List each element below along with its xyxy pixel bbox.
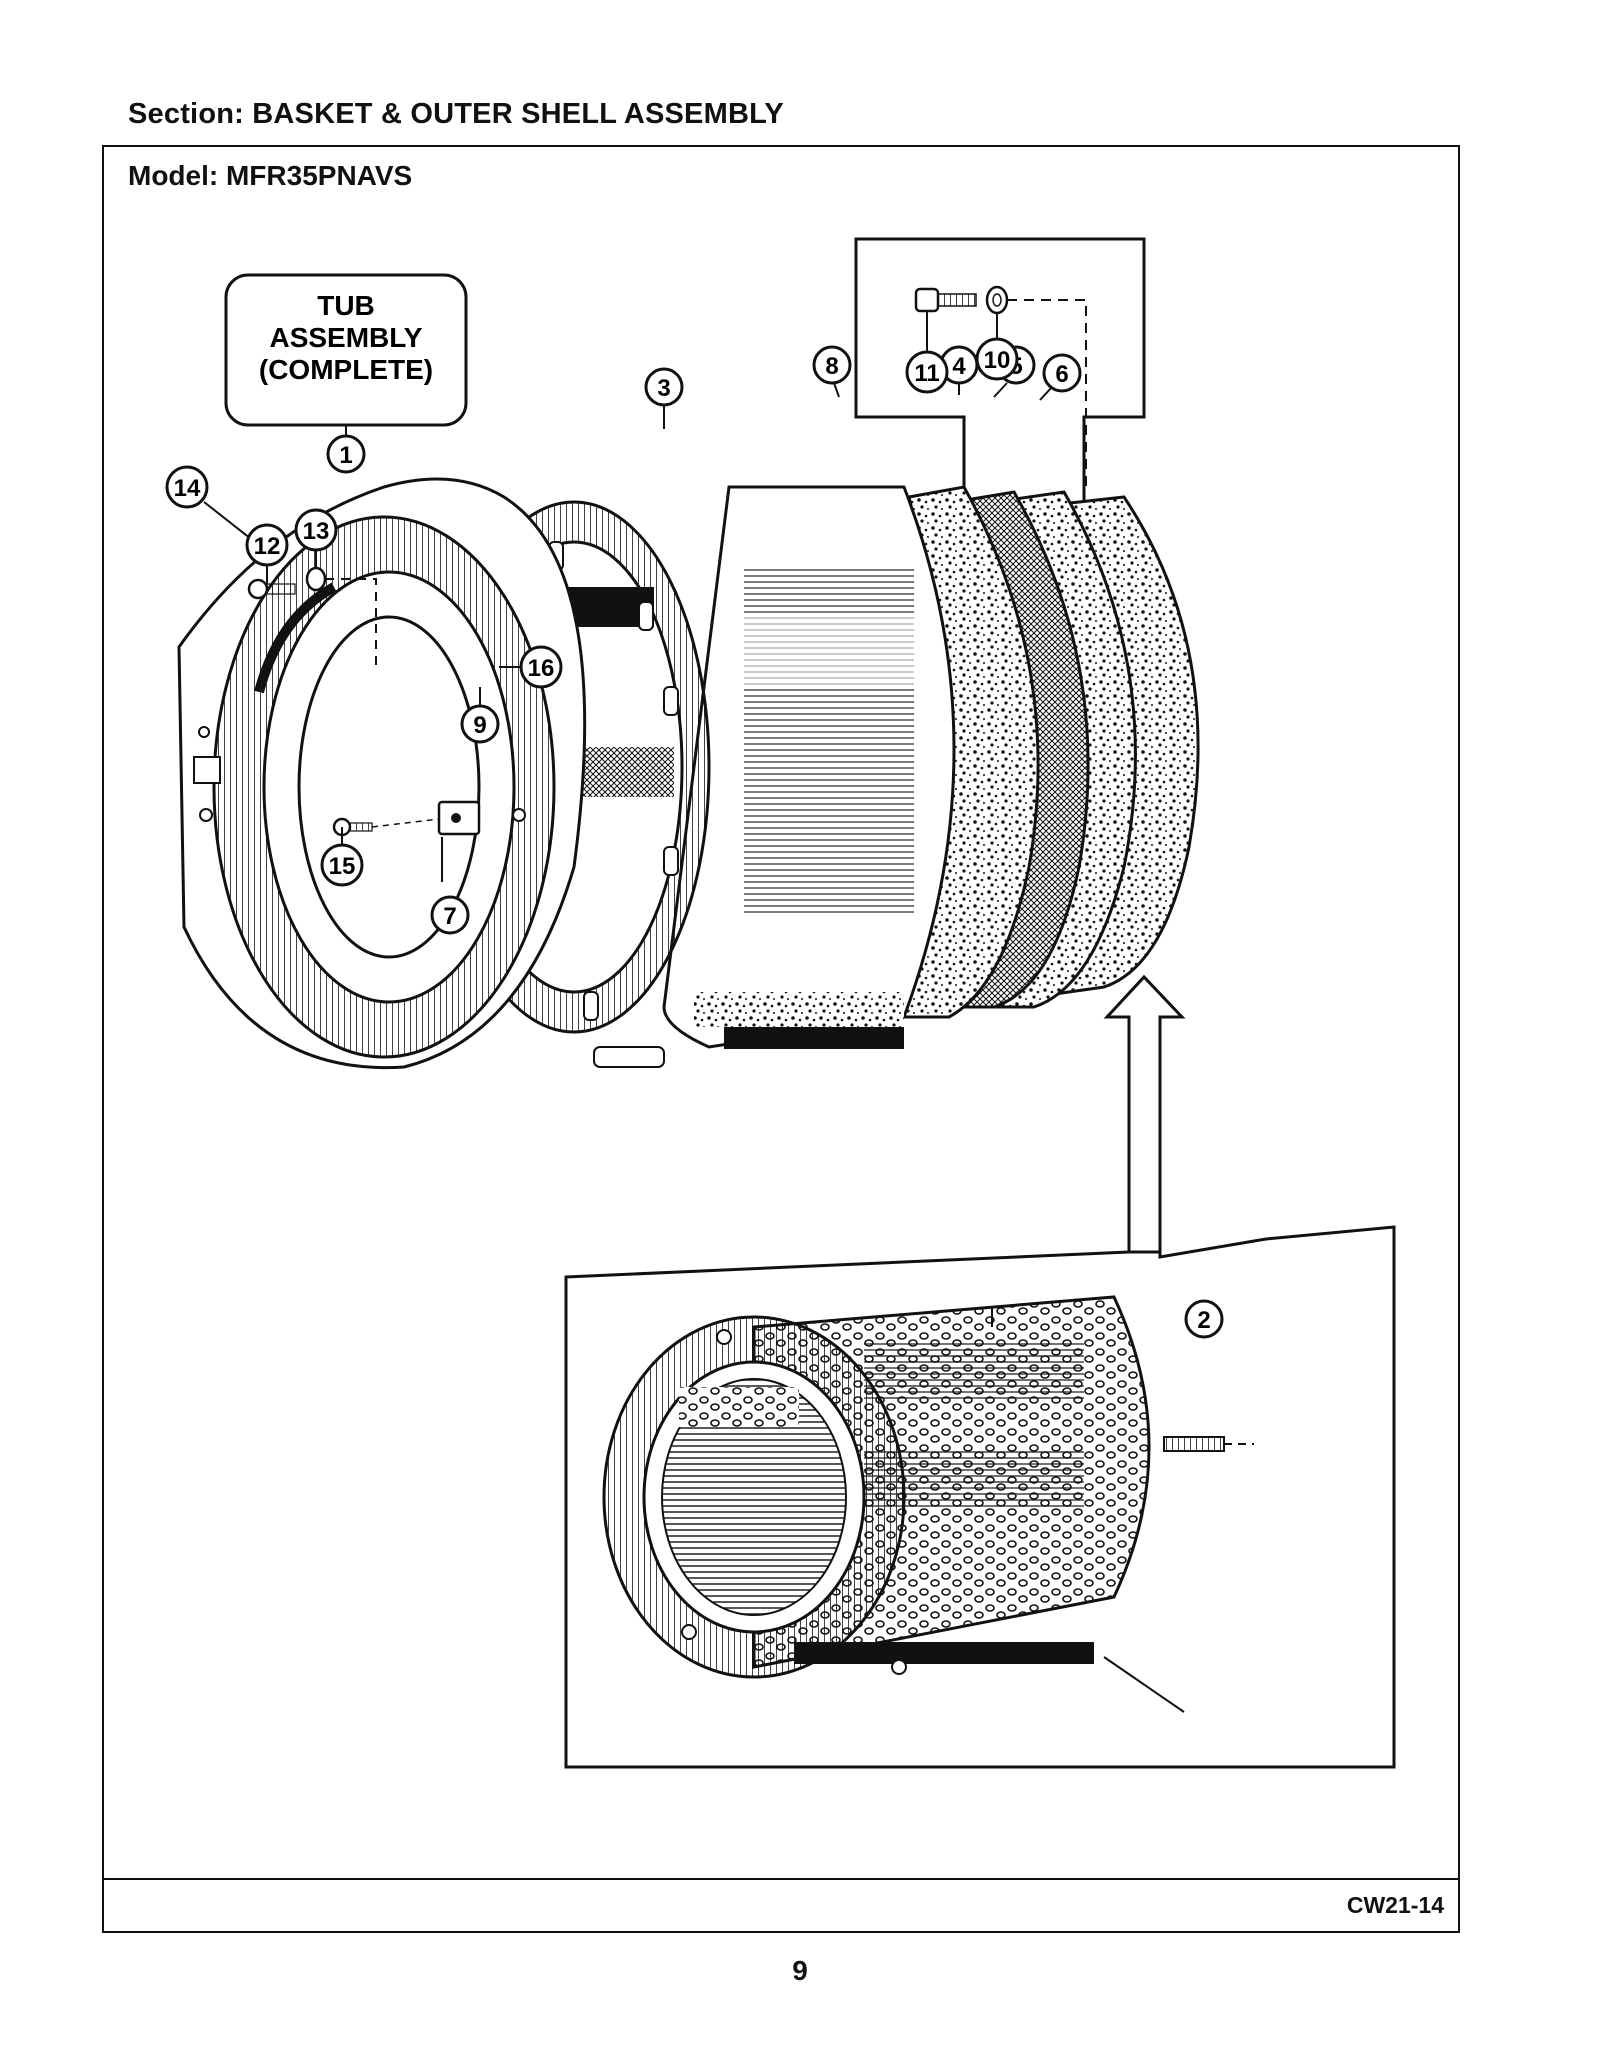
connector-arrow [1103, 974, 1186, 1257]
svg-text:16: 16 [528, 655, 555, 682]
svg-text:9: 9 [473, 712, 486, 739]
model-title: Model: MFR35PNAVS [128, 160, 413, 191]
svg-text:7: 7 [443, 903, 456, 930]
callout-6: 6 [1042, 353, 1082, 393]
callout-15: 15 [320, 843, 364, 887]
footer-divider [102, 1878, 1460, 1880]
callout-7: 7 [430, 895, 470, 935]
svg-text:14: 14 [174, 475, 201, 502]
svg-text:11: 11 [914, 360, 939, 387]
nut-icon [305, 566, 327, 592]
front-fasteners [247, 566, 377, 667]
callout-2: 2 [1184, 1299, 1224, 1339]
callout-8: 8 [812, 345, 852, 385]
bolt-shank-icon [937, 293, 977, 307]
exploded-parts-diagram: TUB ASSEMBLY (COMPLETE) [165, 237, 1396, 1769]
tub-label-line-3: (COMPLETE) [259, 354, 433, 385]
svg-text:8: 8 [825, 353, 838, 380]
basket-inset [564, 1225, 1396, 1769]
svg-text:15: 15 [329, 853, 356, 880]
front-ring [177, 477, 587, 1070]
document-code: CW21-14 [1346, 1892, 1444, 1918]
svg-text:2: 2 [1197, 1307, 1210, 1334]
svg-text:6: 6 [1055, 361, 1068, 388]
svg-text:12: 12 [254, 533, 281, 560]
callout-11: 11 [905, 350, 949, 394]
tub-label-line-2: ASSEMBLY [269, 322, 422, 353]
tub-label-line-1: TUB [317, 290, 375, 321]
svg-text:3: 3 [657, 375, 670, 402]
callout-13: 13 [294, 508, 338, 552]
section-title: Section: BASKET & OUTER SHELL ASSEMBLY [128, 98, 784, 130]
tub-assembly-label: TUB ASSEMBLY (COMPLETE) [224, 273, 468, 427]
callout-1: 1 [326, 434, 366, 474]
callout-10: 10 [975, 337, 1019, 381]
callout-14: 14 [165, 465, 209, 509]
callout-16: 16 [519, 645, 563, 689]
svg-text:13: 13 [303, 518, 330, 545]
diagram-frame [102, 145, 1460, 1933]
svg-text:4: 4 [952, 353, 966, 380]
bolt-head-icon [914, 287, 940, 313]
screw-icon [247, 578, 269, 600]
svg-text:10: 10 [984, 347, 1011, 374]
page-number: 9 [792, 1955, 808, 1986]
svg-text:1: 1 [339, 442, 352, 469]
callout-9: 9 [460, 704, 500, 744]
callout-12: 12 [245, 523, 289, 567]
callout-3: 3 [644, 367, 684, 407]
